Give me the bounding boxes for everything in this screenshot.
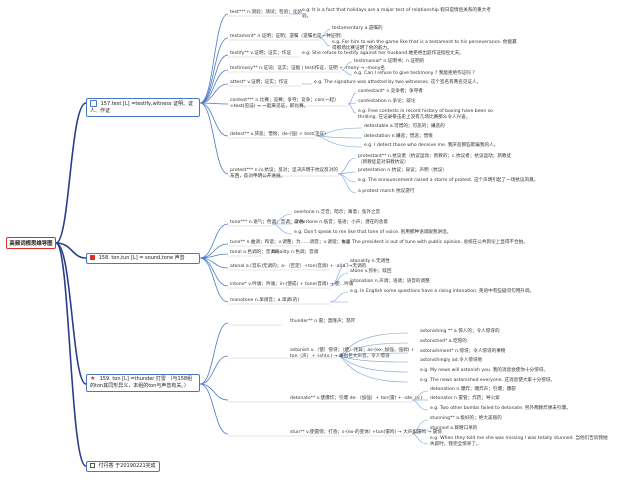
node-atonality[interactable]: atonality n.无调性 xyxy=(350,259,390,264)
node-testament-example[interactable]: e.g. For him to win the game like that i… xyxy=(332,40,517,51)
node-tonality[interactable]: tonality n.色调；音调 xyxy=(272,250,319,255)
calendar-icon xyxy=(90,463,95,468)
node-intone[interactable]: intone* v.吟诵；吟诵；in-(使成) + tone(音调) → 使…吟… xyxy=(230,282,354,287)
node-detestation[interactable]: detestation n.嫌恶；憎恶；憎恨 xyxy=(364,134,433,139)
node-testify-example[interactable]: e.g. She refuse to testify against her h… xyxy=(302,51,464,56)
node-detonation[interactable]: detonation n.爆炸；爆炸声；引爆；爆裂 xyxy=(430,387,516,392)
node-testify[interactable]: testify** v.证明；证实；作证 xyxy=(230,51,291,56)
branch-label: 159. ton [L] =thunder 打雷 （与158组的ton其同形异义… xyxy=(90,376,193,389)
node-testament[interactable]: testament* n.证明；证明；遗嘱（遗嘱也是一种证明） xyxy=(230,34,345,39)
branch-157-test[interactable]: 157.test [L] =testify,witness 证明、证人、作证 xyxy=(86,98,200,117)
branch-158-ton-sound[interactable]: 158. ton,tun [L] = sound,tone 声音 xyxy=(86,253,200,264)
node-protest[interactable]: protest*** n./v.抗议；反对；坚决声明于抗议反对的东西，反对申明公… xyxy=(230,168,338,179)
node-detonator[interactable]: detonator n.雷管；炸药；导火索 xyxy=(430,396,500,401)
node-astonishingly[interactable]: astonishingly ad.令人惊讶地 xyxy=(420,358,483,363)
node-stun[interactable]: stun** v.使震惊；打昏；s-(ex-的变体) +tun(雷鸣) → 大声… xyxy=(290,430,442,435)
node-attest-example[interactable]: e.g. The signature was attested by two w… xyxy=(314,80,482,85)
node-contest[interactable]: contest*** n.比赛；竞赛；争夺；竞争；con(一起) +test(见… xyxy=(230,98,336,109)
node-contestant[interactable]: contestant* n.竞争者；争夺者 xyxy=(358,89,423,94)
label-icon xyxy=(90,100,97,107)
node-contest-example[interactable]: e.g. Free contests in record history of … xyxy=(358,109,493,120)
node-atone[interactable]: atone v.弥补；赎回 xyxy=(350,269,392,274)
node-detestable[interactable]: detestable a.可憎的；可恶的；嫌恶的 xyxy=(364,124,445,129)
node-tone-example[interactable]: e.g. Don't speak to me like that tone of… xyxy=(294,230,452,235)
node-protestant[interactable]: protestant** n.抗议者（抗议运动；新教的；c.抗议者；抗议运动；新… xyxy=(358,154,512,165)
node-stunned[interactable]: stunned a.目瞪口呆的 xyxy=(430,426,478,431)
node-stun-example[interactable]: e.g. When they told me she was missing I… xyxy=(430,436,608,447)
node-detonate-example[interactable]: e.g. Two other bombs failed to detonate.… xyxy=(430,406,571,411)
node-tone[interactable]: tone*** n.语气；色调；音调；音色 xyxy=(230,220,304,225)
node-overtone[interactable]: overtone n.泛音；暗示；寓意；弦外之音 xyxy=(294,210,381,215)
star-icon: ★ xyxy=(90,375,96,382)
node-detest-example[interactable]: e.g. I detest those who deceive me. 我厌恶那… xyxy=(364,143,499,148)
node-atonal[interactable]: atonal a.(音乐)无调的；a-（否定）+ton(音调) + -al(a.… xyxy=(230,264,367,269)
node-protest-example[interactable]: e.g. The announcement raised a storm of … xyxy=(358,178,539,183)
node-astonish-example[interactable]: e.g. My news will astonish you. 我的消息会使你十… xyxy=(420,368,548,373)
node-test-example[interactable]: e.g. It is a fact that holidays are a ma… xyxy=(302,8,491,19)
node-attest[interactable]: attest* v.证明；证实；作证 xyxy=(230,80,288,85)
node-testimony[interactable]: testimony** n.证词；证实；证据 | testi作证，证明 + -m… xyxy=(230,66,386,71)
branch-label: 157.test [L] =testify,witness 证明、证人、作证 xyxy=(90,101,194,114)
node-thunder[interactable]: thunder** n.雷；轰隆声；怒吓 xyxy=(290,319,356,324)
node-detonate[interactable]: detonate** v.使爆炸；引爆 de-（加强）+ ton(雷) + -a… xyxy=(290,396,423,401)
node-intonation[interactable]: intonation n.声调；语调；语音的调整 xyxy=(350,279,430,284)
node-detest[interactable]: detest** v.厌恶；憎恨；de-(强) + test(见证) xyxy=(230,132,326,137)
branch-label: 付丹香 于20190221完成 xyxy=(98,463,156,469)
node-astonishment[interactable]: astonishment* n.惊讶；令人惊讶的事物 xyxy=(420,349,506,354)
node-contestation[interactable]: contestation n.争论；辩论 xyxy=(358,99,416,104)
node-testimonial[interactable]: testimonial* n.证明书；n.证明的 xyxy=(354,59,425,64)
node-astonish-example-2[interactable]: e.g. The news astonished everyone. 这消息使大… xyxy=(420,378,555,383)
node-testamentary[interactable]: testamentary a.遗嘱的 xyxy=(332,26,383,31)
node-tonal[interactable]: tonal a.色调的；音调的 xyxy=(230,250,280,255)
flag-icon xyxy=(90,255,95,260)
node-intone-example[interactable]: e.g. In English some questions have a ri… xyxy=(350,289,535,294)
branch-label: 158. ton,tun [L] = sound,tone 声音 xyxy=(98,255,185,261)
branch-completion-note[interactable]: 付丹香 于20190221完成 xyxy=(86,461,160,472)
node-testimony-example[interactable]: e.g. Can I refuse to give testimony ? 我能… xyxy=(354,71,478,76)
node-astonish[interactable]: astonish v.（使）惊讶；（使）诧异；as-(ex-,加强，强调) + … xyxy=(290,348,415,359)
node-undertone[interactable]: undertone n.低音；低语；小声；潜在的含意 xyxy=(294,220,388,225)
node-astonished[interactable]: astonished* a.吃惊的 xyxy=(420,339,467,344)
branch-159-ton-thunder[interactable]: ★ 159. ton [L] =thunder 打雷 （与158组的ton其同形… xyxy=(86,374,200,392)
node-tune[interactable]: tune** n.曲调；和谐；v.调整；为……调音；v.调谐；协调 xyxy=(230,240,351,245)
node-stunning[interactable]: stunning** a.极好的；绝大美丽的 xyxy=(430,416,502,421)
root-node[interactable]: 高频词根思维导图 xyxy=(6,237,56,249)
node-astonishing[interactable]: astonishing ** a.惊人的；令人惊讶的 xyxy=(420,329,500,334)
node-monotone[interactable]: monotone n.单调音；a.单调(的) xyxy=(230,298,300,303)
node-test[interactable]: test*** n.测验；测试；检验；化验 xyxy=(230,10,303,15)
node-tune-example[interactable]: e.g. The president is out of tune with p… xyxy=(342,240,528,245)
node-protestation[interactable]: protestation n.抗议；异议；声明（抗议） xyxy=(358,168,447,173)
node-protest-march[interactable]: a protest march 抗议游行 xyxy=(358,189,415,194)
